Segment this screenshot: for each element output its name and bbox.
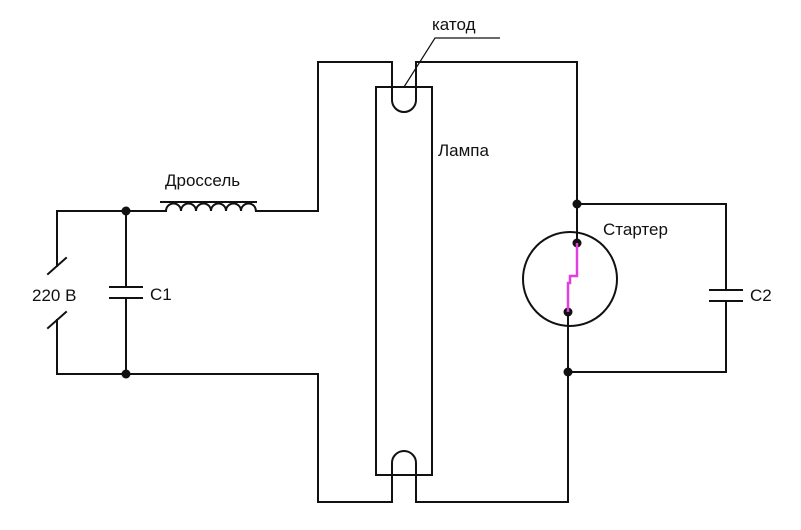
wire-c2-bottom xyxy=(567,300,727,373)
starter-bulb xyxy=(522,231,618,327)
cathode-leader-line xyxy=(403,37,500,88)
choke-label: Дроссель xyxy=(165,171,240,190)
junction-dot xyxy=(563,367,573,377)
junction-dot xyxy=(121,206,131,216)
source-bottom-contact xyxy=(46,310,68,330)
junction-dot xyxy=(121,369,131,379)
wire-bottom-right-lead xyxy=(415,371,569,503)
lamp-tube xyxy=(375,86,433,476)
source-top-contact xyxy=(46,256,68,276)
wire-to-c2-top xyxy=(576,203,727,291)
junction-dot xyxy=(572,199,582,209)
cathode-label: катод xyxy=(432,15,476,34)
choke-coil xyxy=(160,202,258,213)
wire-top-right-lead xyxy=(415,61,578,205)
starter-label: Стартер xyxy=(603,220,668,239)
c1-label: С1 xyxy=(150,285,172,304)
voltage-label: 220 В xyxy=(32,286,76,305)
wire-top-left-lead xyxy=(317,61,393,212)
lamp-top-cathode xyxy=(391,86,417,113)
lamp-bottom-cathode xyxy=(391,450,417,476)
wire-bottom-left-lead xyxy=(317,373,393,503)
starter-bimetal-electrode xyxy=(566,243,579,312)
c2-label: С2 xyxy=(750,286,772,305)
lamp-label: Лампа xyxy=(438,141,490,160)
